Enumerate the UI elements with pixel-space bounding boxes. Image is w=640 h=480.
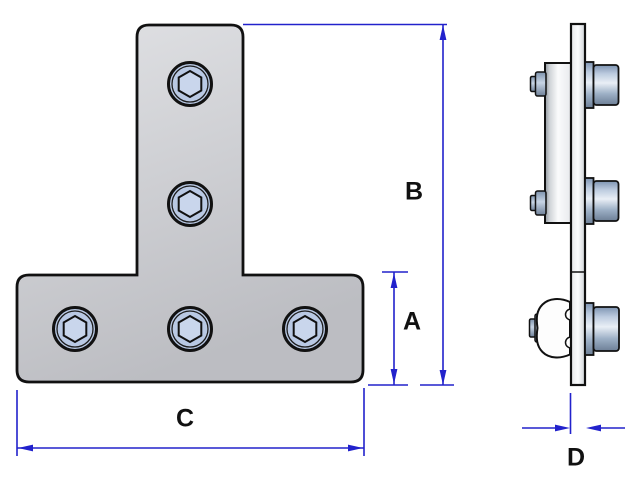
arrow-down-icon xyxy=(439,370,447,385)
side-spacer-block xyxy=(544,62,572,224)
dimension-a xyxy=(368,271,408,386)
arrow-down-icon xyxy=(390,369,398,384)
dimension-label-d: D xyxy=(566,443,586,472)
arrow-right-icon xyxy=(348,444,363,452)
arrow-left-icon xyxy=(586,424,601,432)
arrow-up-icon xyxy=(439,25,447,40)
socket-bolt xyxy=(52,306,98,352)
dimension-d xyxy=(522,393,625,434)
side-plate xyxy=(569,22,587,387)
arrow-left-icon xyxy=(18,444,33,452)
socket-bolt xyxy=(167,61,213,107)
side-bolt-head xyxy=(584,61,620,109)
socket-bolt xyxy=(167,181,213,227)
bolt-tip xyxy=(529,71,547,97)
front-view xyxy=(15,23,365,384)
side-bolt-head xyxy=(584,177,620,225)
dimension-label-c: C xyxy=(175,404,195,433)
dimension-label-b: B xyxy=(404,177,424,206)
socket-bolt xyxy=(167,306,213,352)
dimension-c xyxy=(16,388,365,456)
socket-bolt xyxy=(282,306,328,352)
dimension-b xyxy=(243,23,454,386)
arrow-right-icon xyxy=(555,424,570,432)
dimension-label-a: A xyxy=(402,307,422,336)
side-view xyxy=(528,22,620,387)
t-nut-profile xyxy=(528,298,578,359)
arrow-up-icon xyxy=(390,273,398,288)
bolt-tip xyxy=(529,190,547,216)
side-bolt-head xyxy=(584,302,620,356)
